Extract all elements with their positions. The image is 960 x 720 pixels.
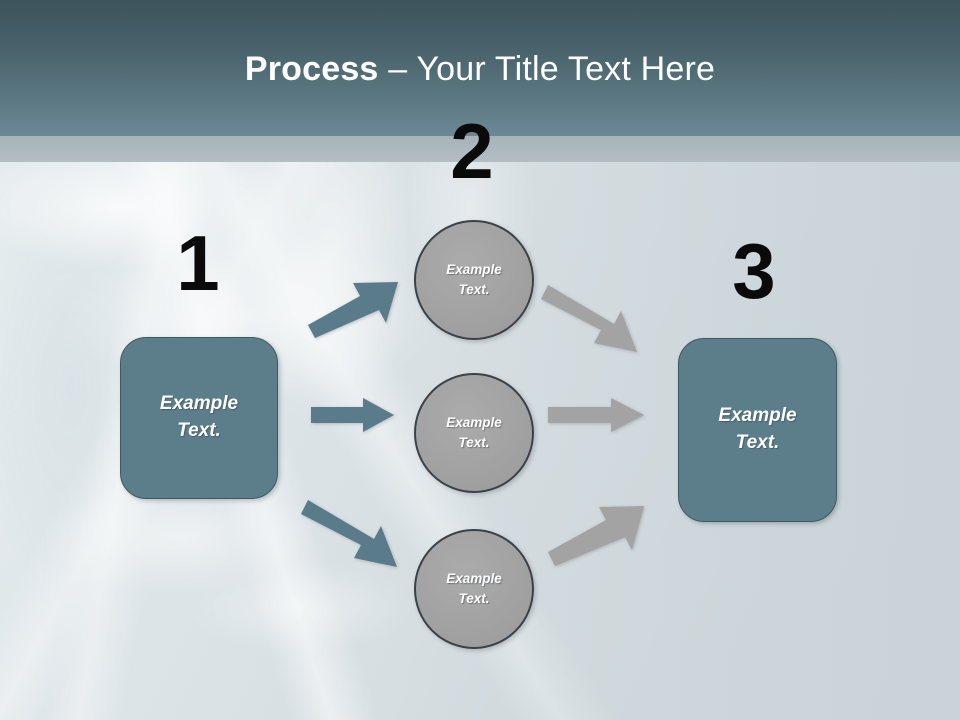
arrow-top-to-end: [541, 285, 637, 352]
arrow-bottom-to-end: [548, 506, 644, 566]
process-circle-top-text: Example Text.: [446, 260, 502, 299]
process-circle-bottom-line1: Example: [446, 571, 502, 587]
step-number-1: 1: [176, 219, 220, 307]
process-start-box-line1: Example: [159, 393, 239, 415]
page-title-bold: Process: [244, 50, 379, 88]
page-title-rest: Your Title Text Here: [416, 50, 716, 88]
process-start-box[interactable]: Example Text.: [120, 337, 278, 499]
process-end-box-text: Example Text.: [718, 403, 796, 457]
page-title-separator: –: [378, 50, 417, 88]
process-end-box-line1: Example: [718, 405, 797, 427]
header-banner: [0, 0, 960, 136]
process-circle-bottom-text: Example Text.: [446, 569, 502, 608]
process-end-box-line2: Text.: [735, 432, 780, 453]
process-circle-middle-line1: Example: [446, 415, 502, 431]
process-circle-middle[interactable]: Example Text.: [414, 373, 534, 493]
page-title: Process – Your Title Text Here: [0, 50, 960, 89]
process-circle-top-line2: Text.: [458, 282, 490, 297]
arrow-start-to-bottom: [301, 500, 397, 567]
process-circle-top-line1: Example: [446, 262, 502, 278]
process-circle-bottom[interactable]: Example Text.: [414, 529, 534, 649]
process-circle-middle-text: Example Text.: [446, 413, 502, 452]
step-number-3: 3: [732, 227, 776, 315]
process-start-box-text: Example Text.: [160, 391, 238, 445]
process-circle-top[interactable]: Example Text.: [414, 220, 534, 340]
arrow-start-to-middle: [311, 398, 394, 432]
arrow-start-to-top: [308, 282, 398, 338]
process-start-box-line2: Text.: [177, 420, 221, 441]
process-end-box[interactable]: Example Text.: [678, 338, 837, 522]
step-number-2: 2: [450, 107, 494, 195]
arrow-middle-to-end: [548, 398, 644, 432]
header-accent-band: [0, 136, 960, 162]
process-circle-middle-line2: Text.: [458, 435, 490, 450]
process-circle-bottom-line2: Text.: [458, 591, 490, 606]
